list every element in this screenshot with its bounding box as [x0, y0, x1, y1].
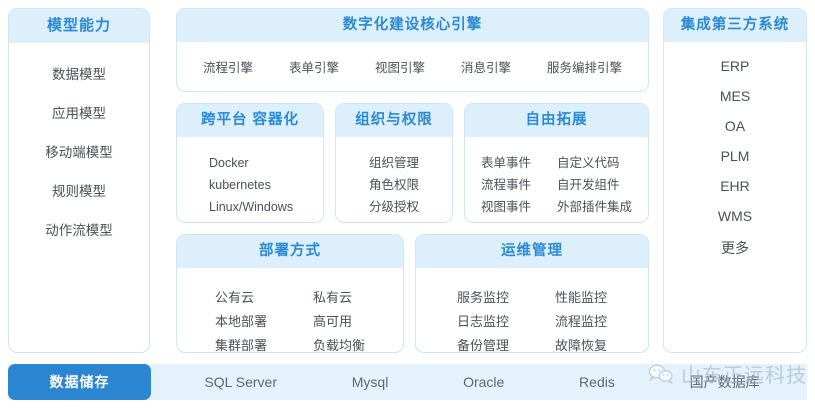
core-engines-panel: 数字化建设核心引擎 流程引擎 表单引擎 视图引擎 消息引擎 服务编排引擎: [176, 8, 649, 92]
list-item[interactable]: 服务编排引擎: [546, 60, 622, 75]
list-item[interactable]: 公有云: [214, 289, 254, 305]
list-item[interactable]: 表单事件: [480, 155, 531, 170]
organization-permission-title: 组织与权限: [336, 104, 452, 137]
free-extension-columns: 表单事件 流程事件 视图事件 自定义代码 自开发组件 外部插件集成: [473, 147, 640, 217]
list-item[interactable]: EHR: [720, 177, 750, 194]
list-item[interactable]: ERP: [720, 57, 750, 74]
list-item[interactable]: 角色权限: [368, 177, 419, 192]
bottom-cards-row: 部署方式 公有云 本地部署 集群部署 私有云 高可用 负载均衡: [176, 234, 649, 353]
operations-management-body: 服务监控 日志监控 备份管理 性能监控 流程监控 故障恢复: [416, 268, 648, 353]
list-item[interactable]: 私有云: [313, 289, 353, 305]
list-item[interactable]: MES: [719, 87, 751, 104]
list-item[interactable]: 国产数据库: [689, 374, 760, 390]
cross-platform-panel: 跨平台 容器化 Docker kubernetes Linux/Windows …: [176, 103, 324, 223]
free-extension-body: 表单事件 流程事件 视图事件 自定义代码 自开发组件 外部插件集成: [465, 137, 648, 222]
data-storage-button[interactable]: 数据储存: [8, 364, 151, 400]
list-item[interactable]: Linux/Windows: [209, 199, 294, 214]
list-item[interactable]: WMS: [717, 207, 753, 224]
model-capability-title: 模型能力: [9, 9, 149, 43]
third-party-integration-title: 集成第三方系统: [664, 9, 806, 42]
deployment-col-2: 私有云 高可用 负载均衡: [313, 287, 366, 353]
list-item[interactable]: 日志监控: [456, 313, 509, 329]
deployment-col-1: 公有云 本地部署 集群部署: [214, 287, 267, 353]
list-item[interactable]: 消息引擎: [460, 60, 511, 75]
free-extension-panel: 自由拓展 表单事件 流程事件 视图事件 自定义代码 自开发组件 外部插件集成: [464, 103, 649, 223]
list-item[interactable]: 视图事件: [480, 199, 531, 214]
list-item[interactable]: 备份管理: [456, 338, 509, 353]
list-item[interactable]: PLM: [720, 147, 750, 164]
free-extension-title: 自由拓展: [465, 104, 648, 137]
list-item[interactable]: 本地部署: [214, 313, 267, 329]
list-item[interactable]: 更多: [721, 239, 749, 256]
deployment-panel: 部署方式 公有云 本地部署 集群部署 私有云 高可用 负载均衡: [176, 234, 404, 353]
third-party-integration-list: ERP MES OA PLM EHR WMS 更多: [664, 42, 806, 352]
free-extension-col-2: 自定义代码 自开发组件 外部插件集成: [557, 154, 632, 217]
operations-management-panel: 运维管理 服务监控 日志监控 备份管理 性能监控 流程监控 故障恢复: [415, 234, 649, 353]
database-list: SQL Server Mysql Oracle Redis 国产数据库: [151, 372, 807, 392]
list-item[interactable]: 组织管理: [368, 155, 419, 170]
list-item[interactable]: 视图引擎: [374, 60, 425, 75]
list-item[interactable]: Redis: [579, 374, 615, 390]
core-engines-list: 流程引擎 表单引擎 视图引擎 消息引擎 服务编排引擎: [177, 42, 648, 91]
middle-cards-row: 跨平台 容器化 Docker kubernetes Linux/Windows …: [176, 103, 649, 223]
list-item[interactable]: Docker: [209, 155, 249, 170]
list-item[interactable]: 规则模型: [52, 183, 106, 199]
list-item[interactable]: 集群部署: [214, 338, 267, 353]
deployment-columns: 公有云 本地部署 集群部署 私有云 高可用 负载均衡: [185, 278, 395, 353]
cross-platform-list: Docker kubernetes Linux/Windows 国产操作系统: [185, 147, 315, 223]
deployment-title: 部署方式: [177, 235, 403, 268]
deployment-body: 公有云 本地部署 集群部署 私有云 高可用 负载均衡: [177, 268, 403, 353]
operations-columns: 服务监控 日志监控 备份管理 性能监控 流程监控 故障恢复: [424, 278, 640, 353]
list-item[interactable]: 故障恢复: [555, 338, 608, 353]
list-item[interactable]: OA: [724, 117, 746, 134]
operations-col-1: 服务监控 日志监控 备份管理: [456, 287, 509, 353]
list-item[interactable]: 性能监控: [555, 289, 608, 305]
list-item[interactable]: 流程事件: [480, 177, 531, 192]
operations-management-title: 运维管理: [416, 235, 648, 268]
list-item[interactable]: 自开发组件: [557, 177, 620, 192]
core-engines-title: 数字化建设核心引擎: [177, 9, 648, 42]
list-item[interactable]: 动作流模型: [45, 222, 113, 238]
list-item[interactable]: 服务监控: [456, 289, 509, 305]
list-item[interactable]: Mysql: [351, 374, 389, 390]
operations-col-2: 性能监控 流程监控 故障恢复: [555, 287, 608, 353]
list-item[interactable]: Oracle: [463, 374, 505, 390]
list-item[interactable]: SQL Server: [204, 374, 277, 390]
list-item[interactable]: 流程引擎: [202, 60, 253, 75]
list-item[interactable]: 国产操作系统: [209, 220, 315, 223]
data-storage-bar: 数据储存 SQL Server Mysql Oracle Redis 国产数据库: [8, 364, 807, 400]
third-party-integration-panel: 集成第三方系统 ERP MES OA PLM EHR WMS 更多: [663, 8, 807, 353]
list-item[interactable]: 自定义代码: [557, 155, 620, 170]
free-extension-col-1: 表单事件 流程事件 视图事件: [481, 154, 531, 217]
organization-permission-panel: 组织与权限 组织管理 角色权限 分级授权: [335, 103, 453, 223]
list-item[interactable]: kubernetes: [209, 177, 271, 192]
list-item[interactable]: 数据模型: [52, 66, 106, 82]
organization-permission-list: 组织管理 角色权限 分级授权: [344, 147, 444, 217]
list-item[interactable]: 流程监控: [555, 313, 608, 329]
list-item[interactable]: 高可用: [313, 313, 353, 329]
model-capability-list: 数据模型 应用模型 移动端模型 规则模型 动作流模型: [9, 43, 149, 353]
core-platform-area: 数字化建设核心引擎 流程引擎 表单引擎 视图引擎 消息引擎 服务编排引擎 跨平台…: [176, 8, 649, 353]
list-item[interactable]: 应用模型: [52, 105, 106, 121]
list-item[interactable]: 负载均衡: [313, 338, 366, 353]
list-item[interactable]: 分级授权: [368, 199, 419, 214]
cross-platform-title: 跨平台 容器化: [177, 104, 323, 137]
organization-permission-body: 组织管理 角色权限 分级授权: [336, 137, 452, 222]
list-item[interactable]: 表单引擎: [288, 60, 339, 75]
model-capability-panel: 模型能力 数据模型 应用模型 移动端模型 规则模型 动作流模型: [8, 8, 150, 353]
list-item[interactable]: 外部插件集成: [557, 199, 633, 214]
cross-platform-body: Docker kubernetes Linux/Windows 国产操作系统: [177, 137, 323, 223]
list-item[interactable]: 移动端模型: [45, 144, 113, 160]
